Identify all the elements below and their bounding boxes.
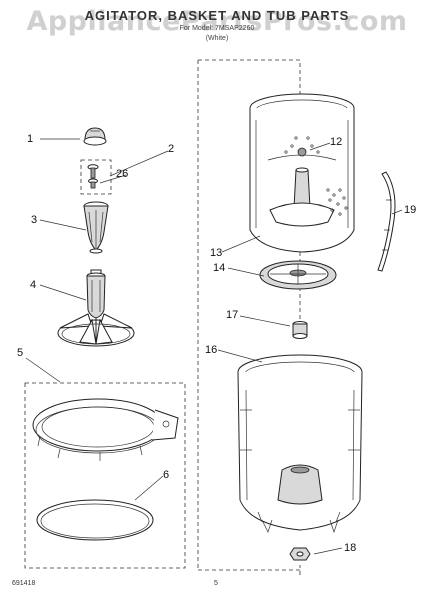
ring-gasket-part-6	[36, 499, 154, 541]
hose-part-19	[377, 171, 396, 272]
footer-page-number: 5	[214, 580, 218, 587]
agitator-base-part-4	[57, 269, 135, 347]
diagram-subtitle-model: For Model: 7MSAP2260	[179, 25, 255, 32]
callout-17: 17	[226, 309, 239, 321]
diagram-subtitle-color: (White)	[205, 35, 229, 42]
callout-3: 3	[31, 214, 38, 226]
callout-18: 18	[344, 542, 357, 554]
bolt-part-26	[87, 164, 99, 189]
diagram-title: AGITATOR, BASKET AND TUB PARTS	[84, 8, 350, 23]
callout-5: 5	[17, 347, 24, 359]
agitator-cap-part-1	[83, 127, 107, 146]
agitator-auger-part-3	[83, 201, 109, 254]
leader-lines	[25, 138, 403, 555]
callout-26: 26	[116, 168, 129, 180]
callout-1: 1	[27, 133, 34, 145]
callout-16: 16	[205, 344, 218, 356]
hex-nut-part-18	[289, 547, 311, 561]
callout-13: 13	[210, 247, 223, 259]
callout-14: 14	[213, 262, 226, 274]
footer-code: 691418	[12, 580, 36, 587]
wash-basket-part-13	[249, 93, 355, 253]
spanner-nut-part-17	[292, 321, 308, 339]
callout-4: 4	[30, 279, 37, 291]
watermark-text: AppliancePartsPros.com	[26, 6, 408, 37]
callout-19: 19	[404, 204, 417, 216]
callout-2: 2	[168, 143, 175, 155]
outer-tub-part-16	[237, 354, 363, 534]
tub-ring-part-5	[32, 398, 179, 461]
callout-6: 6	[163, 469, 170, 481]
dashed-box-part-5	[24, 382, 186, 569]
dashed-box-part-2	[80, 159, 112, 195]
hub-ring-part-14	[259, 260, 337, 290]
callout-12: 12	[330, 136, 343, 148]
